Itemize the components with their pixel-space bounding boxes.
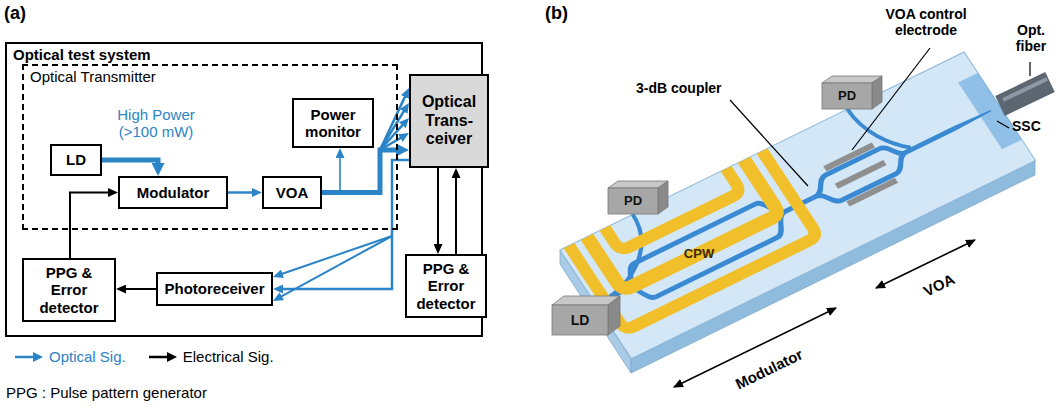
- signal-fan: [380, 108, 406, 150]
- box-text: LD: [66, 151, 86, 168]
- signal-fan: [278, 236, 392, 298]
- part-label: 3-dB coupler: [636, 80, 722, 96]
- signal-fan: [380, 93, 407, 150]
- legend-line: [15, 355, 34, 358]
- waveguide: [585, 112, 955, 305]
- box-text: Power monitor: [297, 106, 369, 141]
- process-box: Photoreceiver: [156, 272, 273, 306]
- leader-line: [1029, 62, 1030, 76]
- legend-text: Optical Sig.: [49, 348, 126, 365]
- legend-item: Electrical Sig.: [148, 348, 274, 365]
- fiber-highlight: [1003, 79, 1047, 100]
- panel-label: (b): [545, 3, 568, 24]
- group-frame: Optical TransmitterLD Modulator VOA Power m…: [22, 64, 398, 230]
- box-text: PPG & Error detector: [410, 260, 482, 312]
- signal-connector: [70, 193, 112, 259]
- signal-connector: [122, 288, 156, 290]
- laser-box: LD: [50, 144, 102, 176]
- system-frame: Optical test systemOptical TransmitterLD…: [5, 42, 483, 337]
- ld-block-side: [608, 296, 620, 335]
- signal-connector: [102, 160, 158, 167]
- legend-line: [149, 355, 168, 358]
- box-text: PPG & Error detector: [27, 264, 111, 316]
- part-label: PD: [624, 194, 642, 209]
- chip-top-group: [560, 52, 1036, 359]
- part-label: LD: [571, 312, 590, 328]
- process-box: PPG & Error detector: [405, 254, 487, 318]
- legend-item: Optical Sig.: [14, 348, 126, 365]
- box-text: Photoreceiver: [164, 280, 264, 297]
- box-text: VOA: [276, 184, 309, 201]
- leader-line: [997, 121, 1009, 128]
- legend: Optical Sig. Electrical Sig.: [14, 348, 274, 365]
- legend-sample: [148, 351, 178, 363]
- voa-electrode: [835, 160, 887, 189]
- signal-fan: [380, 122, 405, 150]
- part-label: CPW: [684, 247, 714, 262]
- signal-connector: [455, 174, 457, 254]
- pd-block: [822, 83, 872, 109]
- leader-line: [730, 100, 808, 186]
- voa-electrode: [846, 178, 898, 207]
- chip-top-face: [560, 52, 1036, 359]
- part-label: Opt. fiber: [1008, 22, 1054, 54]
- signal-connector: [322, 150, 400, 193]
- voa-electrode: [823, 143, 875, 172]
- process-box: Power monitor: [292, 98, 374, 148]
- edge-label: High Power (>100 mW): [108, 106, 204, 141]
- waveguide-arm: [816, 152, 914, 209]
- device-box: Optical Trans- ceiver: [409, 74, 489, 168]
- pd-block-side: [658, 181, 668, 214]
- part-label: PD: [838, 89, 856, 104]
- part-label: VOA control electrode: [876, 6, 976, 38]
- legend-text: Electrical Sig.: [183, 348, 274, 365]
- box-text: Modulator: [137, 184, 210, 201]
- signal-connector: [437, 168, 439, 248]
- process-box: PPG & Error detector: [22, 258, 116, 322]
- process-box: VOA: [262, 176, 322, 209]
- signal-connector: [228, 191, 256, 194]
- pd-block: [608, 188, 658, 214]
- signal-fan: [279, 236, 392, 275]
- legend-arrow-head: [167, 352, 177, 362]
- signal-fan: [380, 136, 404, 150]
- box-text: Optical Trans- ceiver: [414, 93, 484, 148]
- process-box: Modulator: [118, 176, 228, 209]
- frame-title: Optical test system: [13, 46, 151, 64]
- dimension-label: VOA: [921, 270, 958, 300]
- part-label: SSC: [1012, 118, 1041, 134]
- spot-size-converter: [954, 109, 993, 131]
- note: PPG : Pulse pattern generator: [6, 384, 207, 401]
- legend-sample: [14, 351, 44, 363]
- legend-arrow-head: [33, 352, 43, 362]
- optical-fiber: [1000, 82, 1050, 106]
- frame-title: Optical Transmitter: [30, 68, 156, 86]
- leader-line: [852, 48, 930, 150]
- pd-block-side: [872, 76, 882, 109]
- ld-block: [552, 305, 608, 335]
- panel-label: (a): [4, 3, 26, 24]
- signal-connector: [322, 154, 340, 193]
